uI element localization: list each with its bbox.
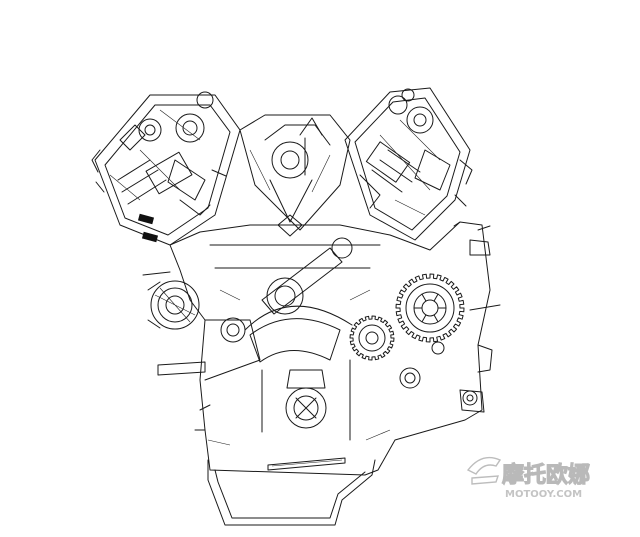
watermark-swoosh-icon: [466, 456, 502, 485]
left-cylinder-head: [91, 91, 241, 246]
large-gear-spoke: [433, 314, 439, 323]
oil-pump: [261, 359, 351, 441]
large-gear-spoke: [421, 314, 427, 323]
bigGear-ring-2: [421, 299, 439, 317]
smallGear-ring-0: [358, 324, 386, 352]
detail-lines: [142, 221, 501, 446]
watermark-sub-text: MOTOOY.COM: [505, 489, 582, 500]
watermark-logo: 摩托欧娜 MOTOOY.COM: [466, 456, 591, 500]
small-gear: [349, 315, 395, 361]
bigGear-teeth: [395, 273, 465, 343]
connecting-rod: [244, 237, 353, 363]
left-idler-pulley: [147, 280, 200, 330]
right-cylinder-head: [344, 87, 473, 241]
smallGear-ring-1: [365, 331, 379, 345]
right-bearing: [399, 341, 478, 406]
large-gear-spoke: [433, 293, 439, 302]
watermark-logo-text: 摩托欧娜: [502, 462, 590, 488]
left-bearing: [220, 317, 246, 343]
large-gear: [395, 273, 465, 343]
smallGear-teeth: [349, 315, 395, 361]
large-gear-spoke: [421, 293, 427, 302]
bigGear-ring-0: [405, 283, 455, 333]
intake-valley: [239, 114, 351, 237]
oil-sump: [207, 457, 376, 526]
crankcase: [169, 221, 493, 476]
